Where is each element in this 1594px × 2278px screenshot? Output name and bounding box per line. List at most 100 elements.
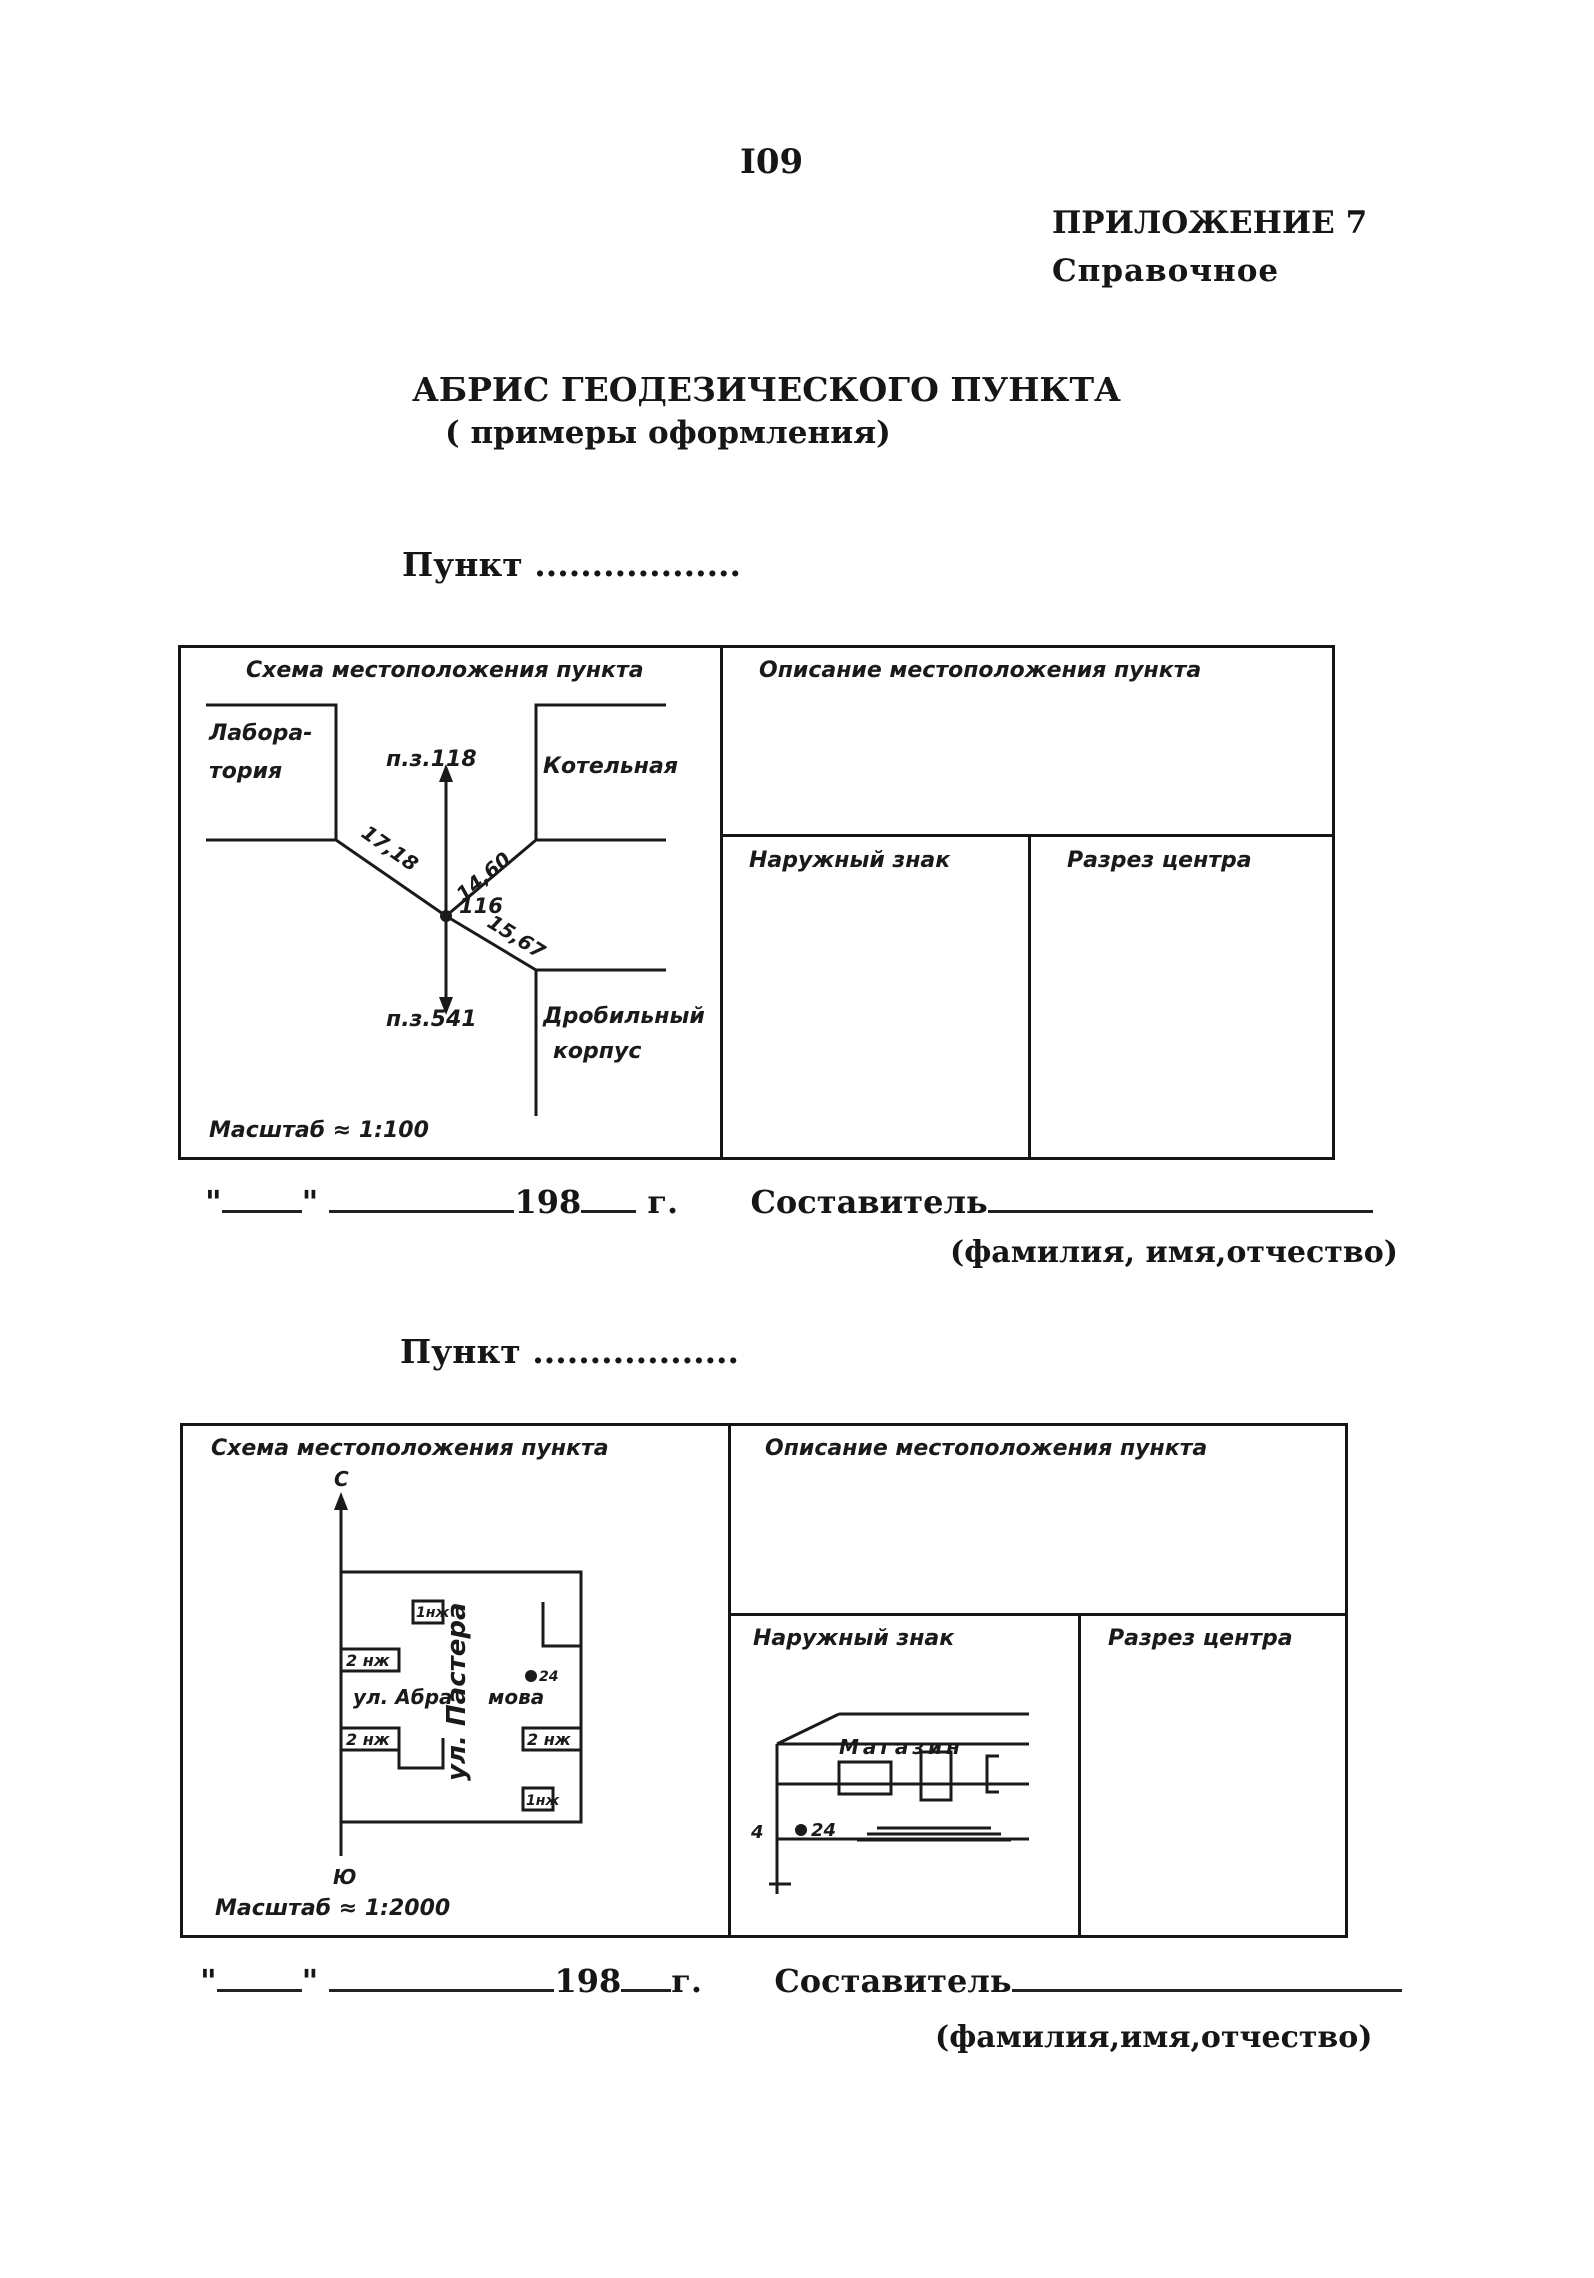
date-quote: ": [200, 1962, 217, 2000]
crusher-label-1: Дробильный: [542, 1004, 705, 1029]
street-abr-label-1: ул. Абра: [353, 1685, 453, 1709]
year-blank: [581, 1184, 637, 1213]
benchmark-top-label: п.з.118: [386, 747, 477, 772]
divider: [1078, 1614, 1081, 1935]
year-suffix: г.: [647, 1183, 679, 1221]
distance-label-1: 17,18: [357, 820, 423, 876]
building-outline: [541, 1602, 581, 1648]
outer-sign-title: Наружный знак: [753, 1626, 955, 1651]
scale-label: Масштаб ≈ 1:100: [209, 1118, 429, 1143]
date-quote: ": [301, 1183, 319, 1221]
description-title: Описание местоположения пункта: [765, 1436, 1208, 1461]
north-label: С: [334, 1467, 349, 1491]
appendix-title: ПРИЛОЖЕНИЕ 7: [1052, 205, 1368, 241]
location-scheme-2: С Ю ул. Пастера ул. Абра мова 2 нж 2 нж …: [333, 1467, 583, 1889]
compiler-label: Составитель: [774, 1962, 1012, 2000]
arrow-up-icon: [439, 764, 453, 782]
appendix-subtitle: Справочное: [1052, 253, 1280, 289]
street-abr-label-2: мова: [488, 1685, 544, 1709]
boiler-label: Котельная: [543, 754, 678, 779]
point-label: Пункт: [400, 1332, 521, 1371]
south-label: Ю: [333, 1865, 356, 1889]
compiler-hint: (фамилия, имя,отчество): [950, 1235, 1398, 1270]
outer-sign-title: Наружный знак: [749, 848, 951, 873]
building-outline: [521, 1726, 583, 1752]
divider: [728, 1426, 731, 1935]
signature-line-2: " " 198 г. Составитель: [200, 1962, 1402, 2000]
benchmark-bottom-label: п.з.541: [386, 1007, 477, 1032]
building-label: 1нж: [526, 1793, 560, 1809]
point-dots: ..................: [534, 545, 742, 584]
block-outline: [339, 1570, 583, 1824]
center-section-title: Разрез центра: [1067, 848, 1252, 873]
direction-line-crusher: [445, 914, 537, 972]
document-subtitle: ( примеры оформления): [445, 415, 891, 451]
compiler-hint: (фамилия,имя,отчество): [935, 2020, 1373, 2055]
center-section-title: Разрез центра: [1108, 1626, 1293, 1651]
mark-point-icon: [795, 1824, 807, 1836]
building-label: 1нж: [416, 1605, 450, 1621]
document-title: АБРИС ГЕОДЕЗИЧЕСКОГО ПУНКТА: [412, 370, 1121, 409]
compiler-blank: [987, 1184, 1373, 1213]
street-pastera-label: ул. Пастера: [442, 1603, 472, 1782]
divider: [1028, 835, 1031, 1157]
day-blank: [221, 1184, 302, 1213]
distance-label: 4: [750, 1822, 764, 1843]
laboratory-label-1: Лабора-: [208, 721, 312, 746]
boiler-outline: [534, 703, 666, 842]
day-blank: [216, 1963, 302, 1992]
abris-form-2: Схема местоположения пункта Описание мес…: [180, 1423, 1348, 1938]
building-outline: [521, 1786, 555, 1812]
building-outline: [397, 1728, 445, 1770]
laboratory-label-2: тория: [209, 759, 282, 784]
date-quote: ": [205, 1183, 222, 1221]
compiler-blank: [1011, 1963, 1402, 1992]
year-blank: [621, 1963, 672, 1992]
divider: [721, 834, 1332, 837]
scheme-title: Схема местоположения пункта: [211, 1436, 609, 1461]
building-outline: [411, 1599, 445, 1625]
description-title: Описание местоположения пункта: [759, 658, 1202, 683]
scheme-title: Схема местоположения пункта: [246, 658, 644, 683]
door-outline: [919, 1750, 953, 1802]
outer-sign-drawing-2: Магазин 24 4: [750, 1712, 1029, 1894]
laboratory-outline: [206, 703, 338, 842]
abris-form-1: Схема местоположения пункта Описание мес…: [178, 645, 1335, 1160]
geodetic-point-icon: [525, 1670, 537, 1682]
building-outline: [339, 1647, 401, 1673]
signature-line-1: " " 198 г. Составитель: [205, 1183, 1373, 1221]
point-number-label: 24: [539, 1669, 558, 1685]
direction-line-boiler: [445, 838, 537, 918]
distance-label-3: 15,67: [483, 910, 549, 964]
direction-line-lab: [335, 838, 447, 918]
mark-number-label: 24: [811, 1820, 836, 1841]
divider: [729, 1613, 1345, 1616]
arrow-down-icon: [439, 997, 453, 1015]
year-suffix: г.: [671, 1962, 703, 2000]
point-label: Пункт: [402, 545, 523, 584]
year-prefix: 198: [514, 1183, 582, 1221]
building-label: 2 нж: [346, 1730, 391, 1749]
compiler-label: Составитель: [750, 1183, 988, 1221]
page-number: I09: [740, 142, 804, 182]
arrow-up-icon: [334, 1492, 348, 1510]
roof-line: [776, 1712, 840, 1746]
point-line-1: Пункт ..................: [402, 545, 741, 584]
window-outline: [985, 1754, 999, 1794]
point-line-2: Пункт ..................: [400, 1332, 739, 1371]
crusher-label-2: корпус: [553, 1039, 641, 1064]
geodetic-point-icon: [440, 910, 452, 922]
year-prefix: 198: [554, 1962, 622, 2000]
point-dots: ..................: [532, 1332, 740, 1371]
location-scheme-1: Лабора- тория Котельная Дробильный корпу…: [206, 703, 705, 1116]
shop-label: Магазин: [839, 1735, 964, 1759]
window-outline: [837, 1760, 893, 1796]
divider: [720, 648, 723, 1157]
building-label: 2 нж: [527, 1730, 572, 1749]
date-quote: ": [301, 1962, 319, 2000]
month-blank: [329, 1184, 515, 1213]
month-blank: [329, 1963, 555, 1992]
point-number-label: 116: [459, 894, 503, 918]
scale-label: Масштаб ≈ 1:2000: [215, 1896, 451, 1921]
